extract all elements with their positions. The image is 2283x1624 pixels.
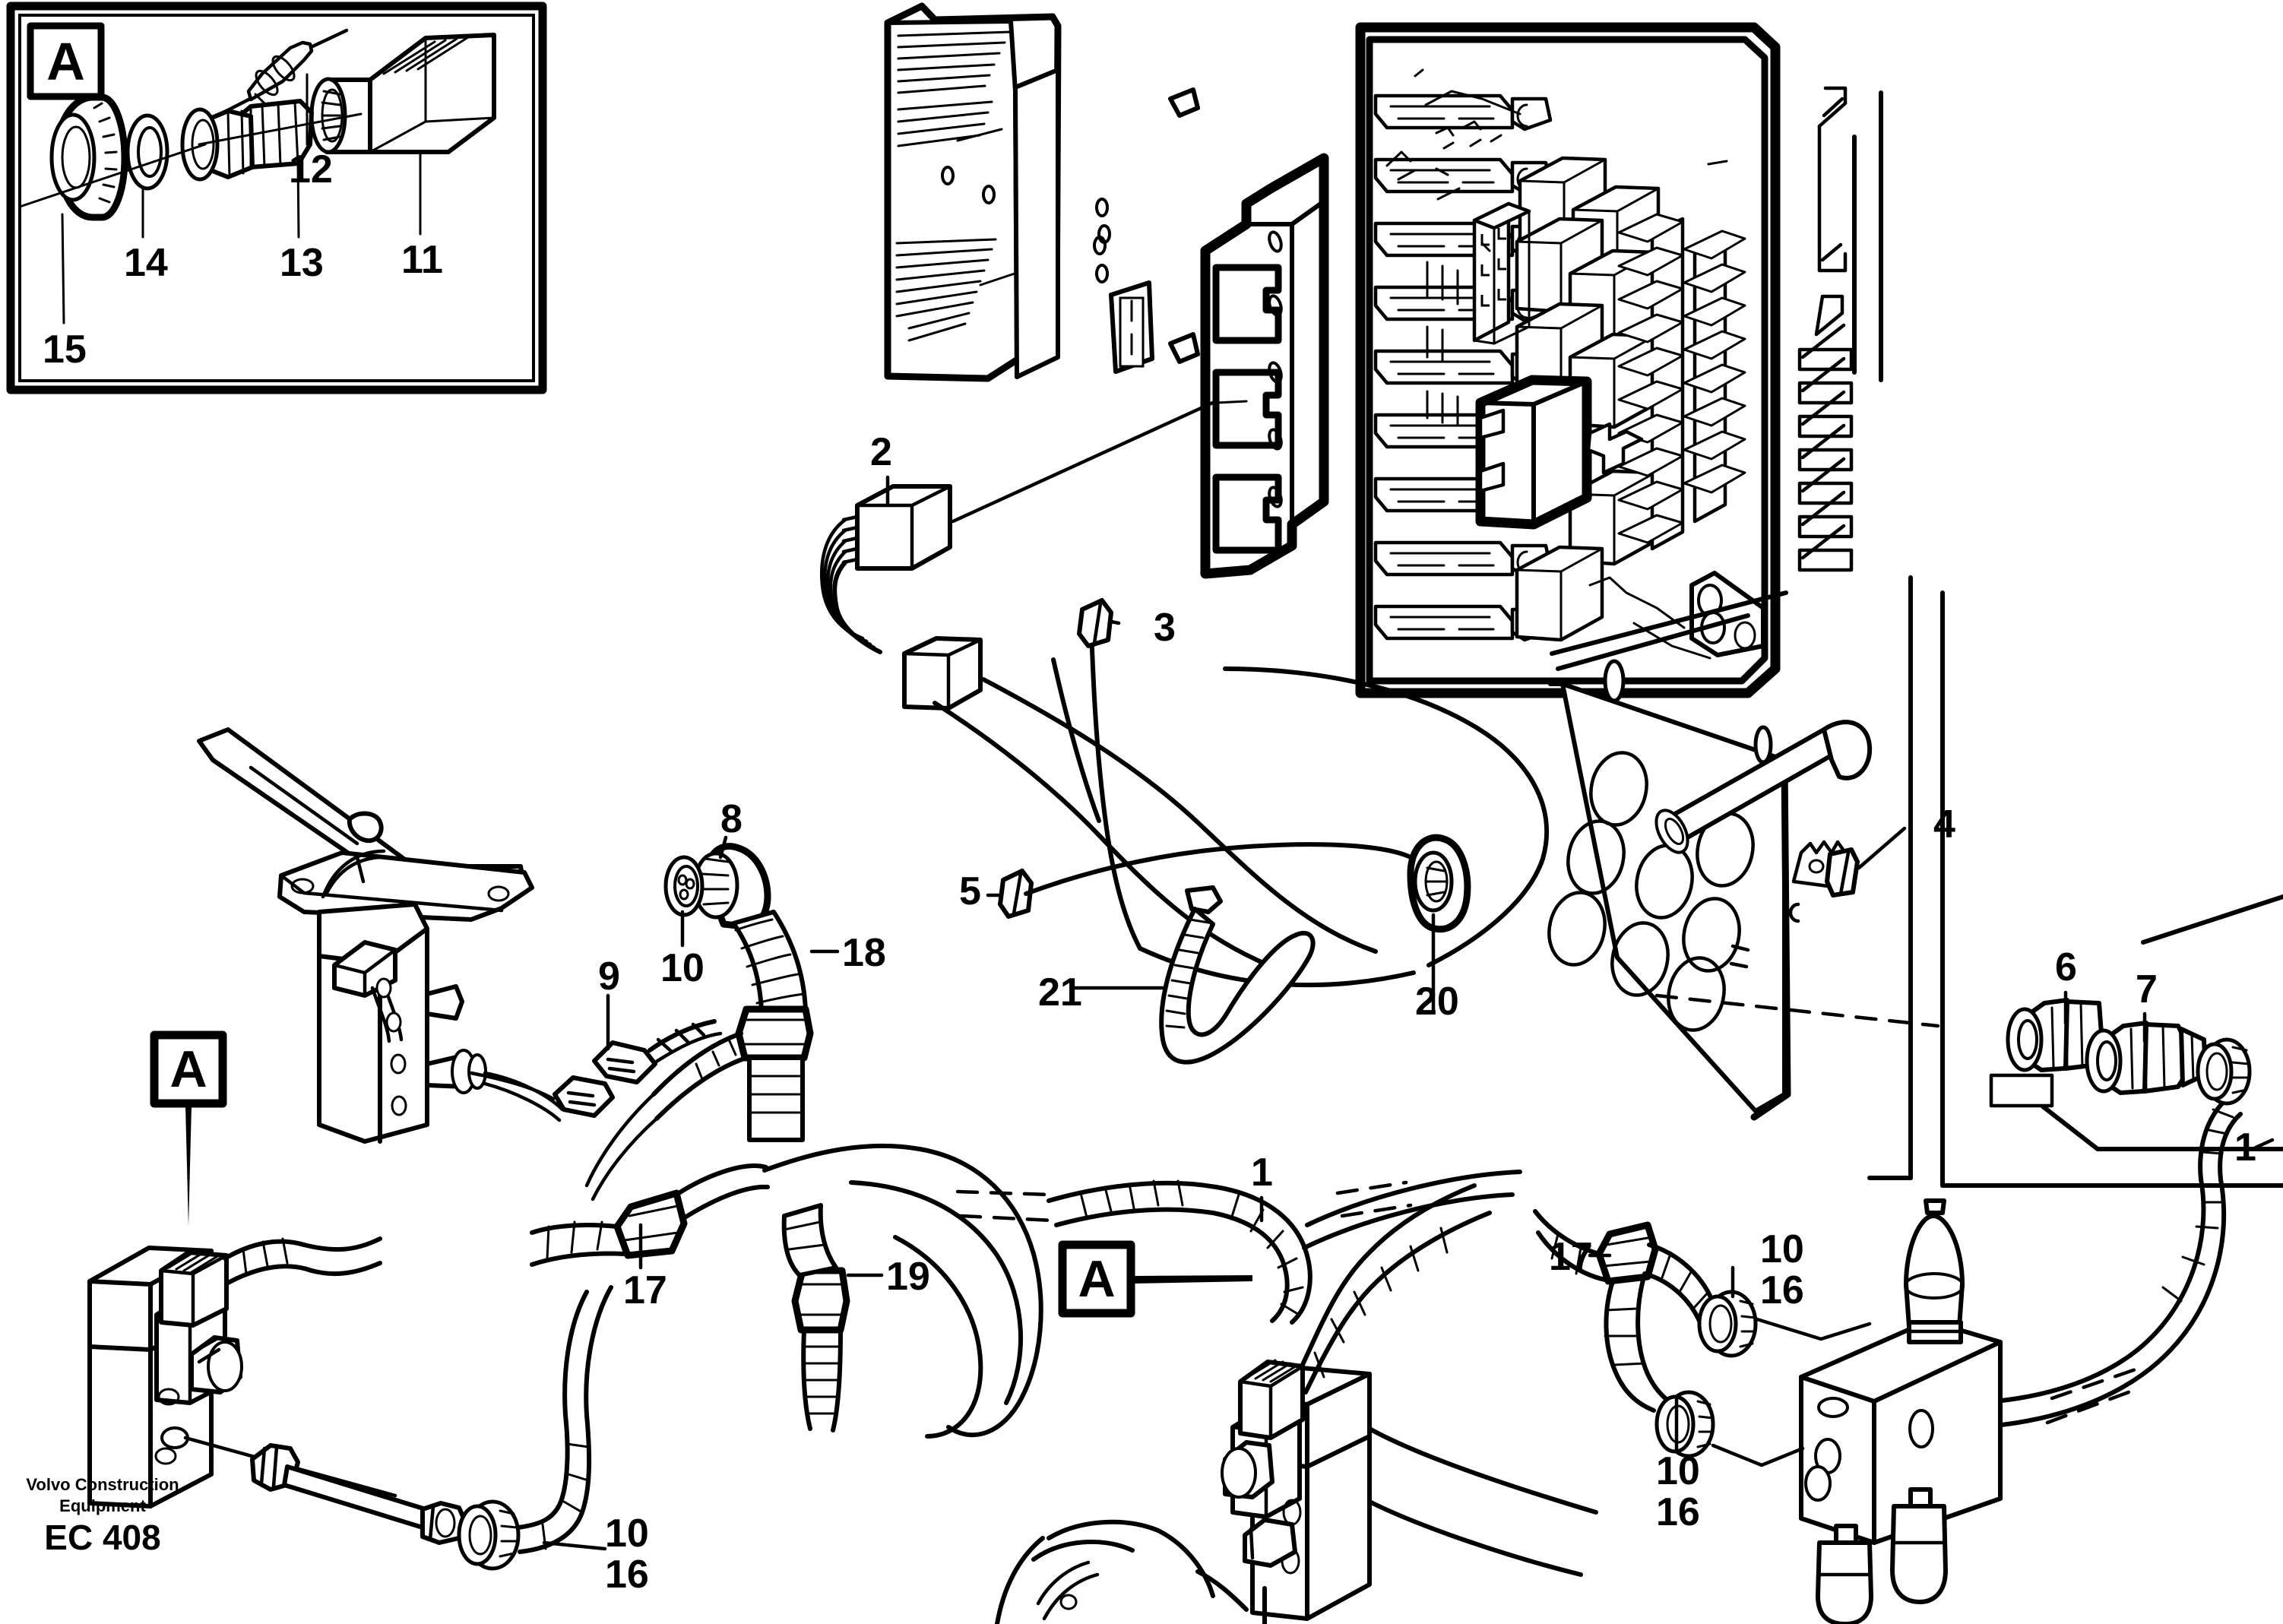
detail-marker-a-center [1058, 1240, 1252, 1318]
callout-10-a: 10 [660, 946, 705, 990]
callout-14: 14 [124, 241, 168, 285]
detail-part-13-fitting [180, 99, 314, 182]
model-designation: EC 408 [44, 1518, 161, 1557]
brand-block: Volvo Construction Equipment [8, 1474, 198, 1516]
callout-20: 20 [1415, 980, 1459, 1024]
callout-7: 7 [2136, 967, 2158, 1011]
detail-marker-a-left-label: A [169, 1040, 207, 1098]
callout-12: 12 [289, 147, 333, 192]
callout-3: 3 [1154, 606, 1176, 650]
callout-1-right: 1 [2234, 1125, 2256, 1170]
callout-10-b: 10 [1760, 1227, 1804, 1271]
detail-part-11-connector [309, 33, 496, 154]
callout-17-right: 17 [1549, 1235, 1593, 1279]
part-8-elbow-connector [584, 843, 814, 1201]
solenoid-valve-center [1221, 1183, 1492, 1621]
detail-marker-a-center-label: A [1078, 1250, 1116, 1308]
callout-11: 11 [401, 238, 443, 282]
part-20-grommet [1407, 834, 1471, 933]
solenoid-valve-left [87, 1236, 613, 1571]
pedal-valve-assembly [197, 727, 565, 1144]
callout-21: 21 [1038, 970, 1082, 1015]
wire-harness [530, 399, 2243, 1439]
callout-18: 18 [842, 931, 886, 975]
callout-leader-lines [542, 475, 2275, 1551]
part-19-hose-sleeve [781, 1203, 850, 1432]
machine-frame [1547, 575, 2283, 1188]
fuse-relay-board [1355, 22, 1883, 698]
callout-15: 15 [43, 328, 87, 372]
callout-6: 6 [2055, 945, 2077, 989]
part-17-tee-junction-left [530, 1163, 770, 1267]
part-1-hose-nut-right [2196, 1037, 2252, 1106]
brand-line-1: Volvo Construction [26, 1475, 179, 1494]
callout-19: 19 [886, 1255, 930, 1299]
callout-16-c: 16 [1656, 1490, 1700, 1534]
callout-4: 4 [1933, 803, 1955, 847]
detail-box-label-a: A [46, 31, 85, 91]
callout-10-c: 10 [1656, 1449, 1700, 1493]
relay-bracket [1200, 153, 1329, 579]
callout-16-d: 16 [605, 1553, 649, 1597]
detail-box-leader-lines [18, 73, 422, 324]
part-21-cable-tie [1159, 885, 1316, 1065]
callout-8: 8 [720, 797, 743, 841]
detail-part-14-washer [125, 113, 169, 191]
callout-10-d: 10 [605, 1512, 649, 1556]
callout-13: 13 [280, 241, 324, 285]
detail-marker-a-left [150, 1030, 227, 1227]
callout-17-left: 17 [623, 1268, 667, 1312]
callout-9: 9 [598, 954, 620, 999]
callout-2: 2 [870, 430, 892, 474]
frame-silhouette-bottom [995, 1426, 1598, 1624]
brand-line-2: Equipment [59, 1496, 146, 1515]
part-9-flat-blade-terminal [469, 1019, 723, 1118]
callout-16-b: 16 [1760, 1268, 1804, 1312]
callout-5: 5 [959, 869, 981, 913]
callout-1-center: 1 [1251, 1151, 1273, 1195]
control-unit-ecu [884, 2, 1200, 382]
hydraulic-manifold [1533, 1198, 2003, 1624]
